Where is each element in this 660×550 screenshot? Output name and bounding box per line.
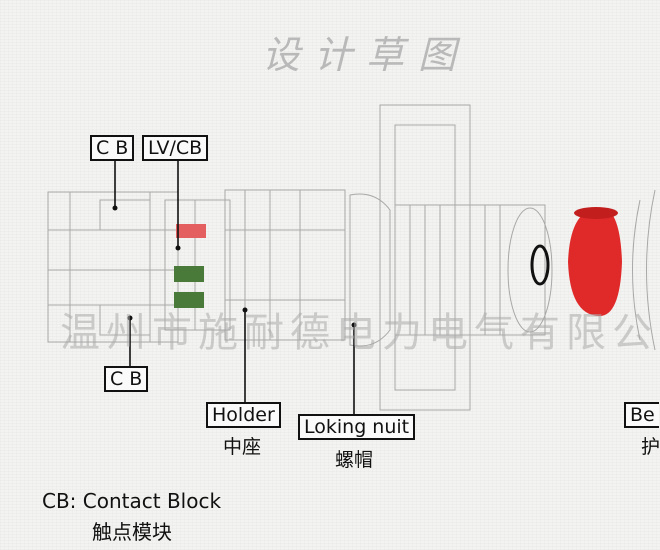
legend-line-1: CB: Contact Block <box>42 489 222 513</box>
green-indicator-upper <box>174 266 204 282</box>
watermark: 温州市施耐德电力电气有限公司 <box>60 310 660 356</box>
label-cb-top: C B <box>90 135 135 161</box>
label-bezel-cn: 护 <box>641 436 660 458</box>
holder-outline <box>224 189 346 341</box>
diagram-title: 设计草图 <box>262 33 471 77</box>
lv-cb-module-outline <box>164 199 231 331</box>
legend-line-2: 触点模块 <box>92 520 172 544</box>
label-cb-bottom: C B <box>104 366 149 392</box>
label-holder-cn: 中座 <box>223 436 262 458</box>
label-loking-nuit: Loking nuit <box>298 414 416 440</box>
label-holder: Holder <box>206 402 281 428</box>
green-indicator-lower <box>174 292 204 308</box>
label-loking-nuit-cn: 螺帽 <box>335 449 374 471</box>
label-bezel: Be <box>624 402 659 428</box>
label-lv-cb: LV/CB <box>142 135 209 161</box>
red-push-button <box>568 207 622 317</box>
red-indicator <box>176 224 206 238</box>
o-ring <box>530 244 550 286</box>
